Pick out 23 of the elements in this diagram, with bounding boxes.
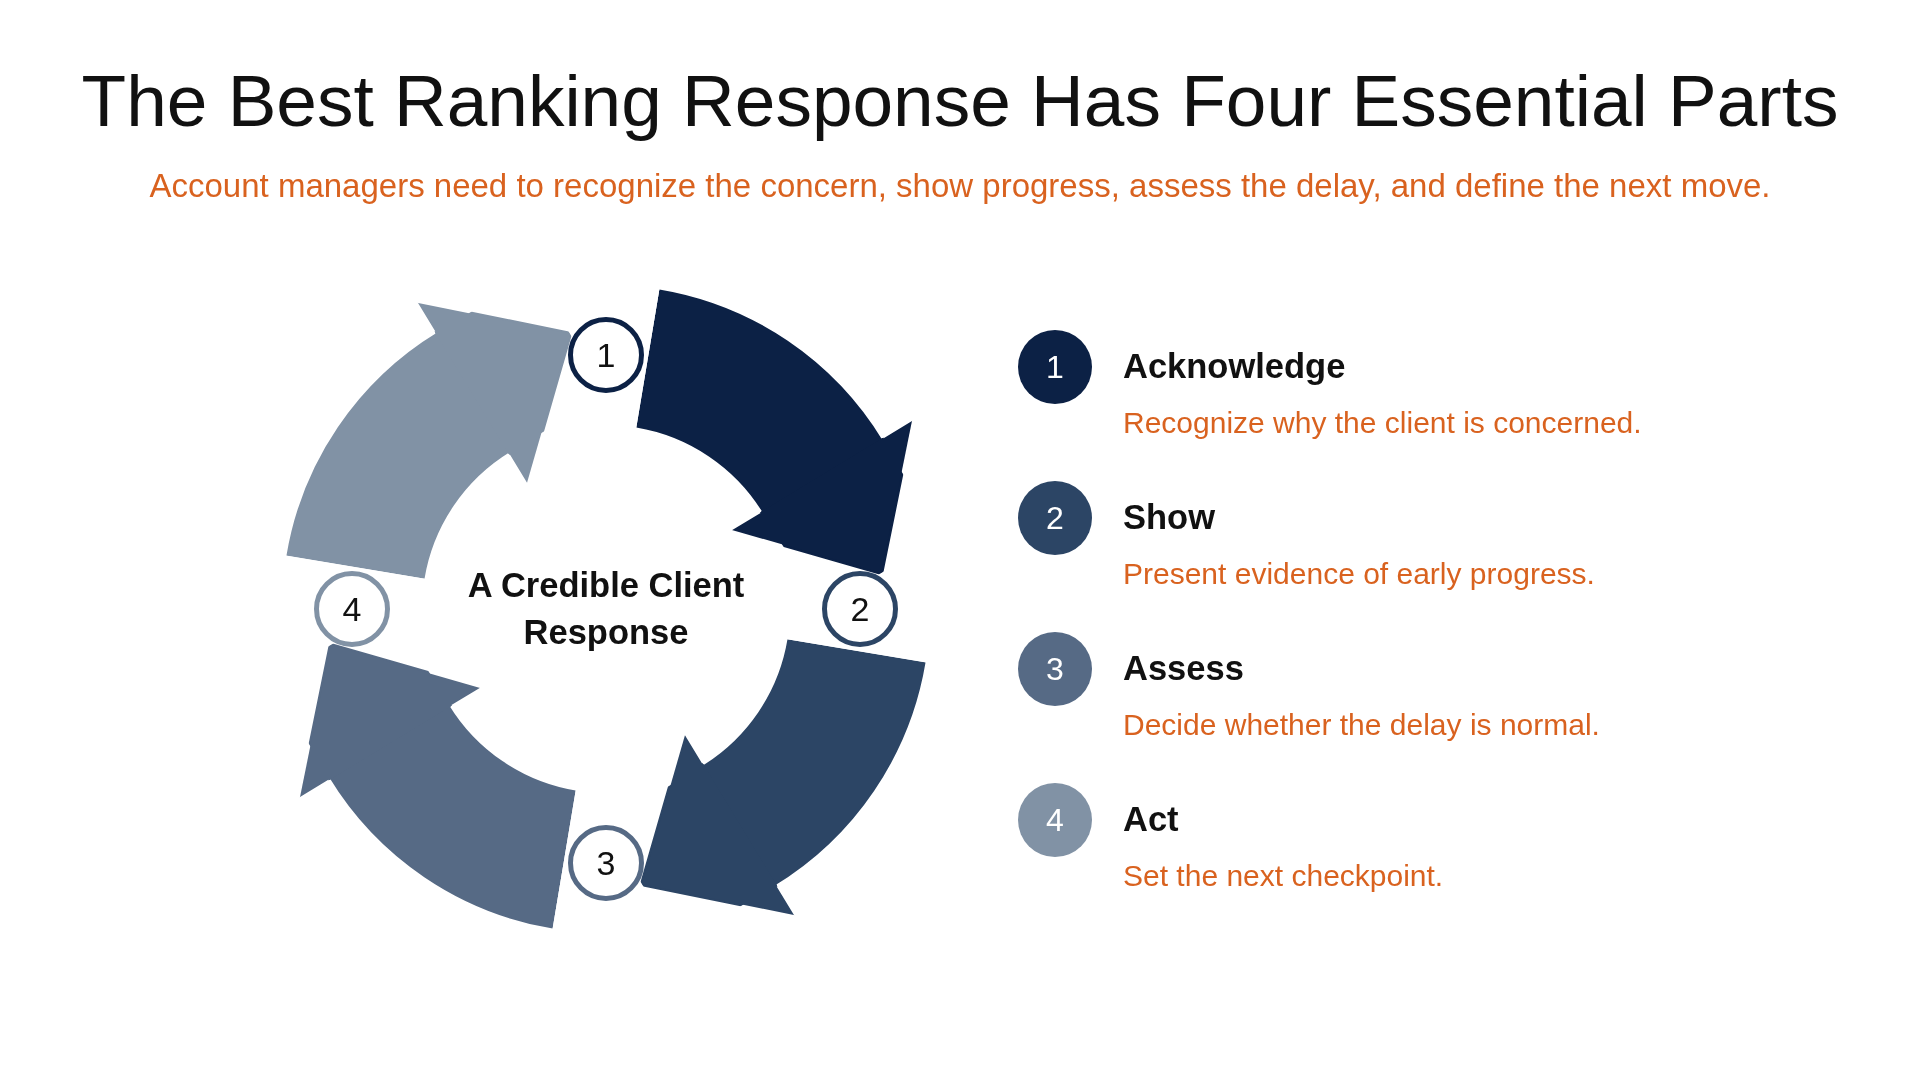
cycle-arrow <box>287 300 573 579</box>
step-number: 3 <box>1018 632 1092 706</box>
step-title: Act <box>1123 799 1179 841</box>
subtitle: Account managers need to recognize the concern, show progress, assess the delay, and define the next move. <box>149 166 1771 206</box>
step-description: Decide whether the delay is normal. <box>1123 707 1600 743</box>
cycle-arrow <box>636 290 915 576</box>
step-number: 2 <box>822 571 898 647</box>
step-description: Set the next checkpoint. <box>1123 858 1444 894</box>
title: The Best Ranking Response Has Four Essential Parts <box>81 59 1839 143</box>
step-description: Present evidence of early progress. <box>1123 556 1595 592</box>
step-number: 4 <box>314 571 390 647</box>
step-number: 2 <box>1018 481 1092 555</box>
step-number: 3 <box>568 825 644 901</box>
cycle-arrow <box>297 642 576 928</box>
step-title: Acknowledge <box>1123 346 1346 388</box>
step-title: Show <box>1123 497 1215 539</box>
step-description: Recognize why the client is concerned. <box>1123 405 1642 441</box>
cycle-arrow <box>639 639 925 918</box>
center-label: A Credible Client Response <box>466 565 746 653</box>
step-number: 1 <box>568 317 644 393</box>
step-number: 1 <box>1018 330 1092 404</box>
step-number: 4 <box>1018 783 1092 857</box>
step-title: Assess <box>1123 648 1244 690</box>
